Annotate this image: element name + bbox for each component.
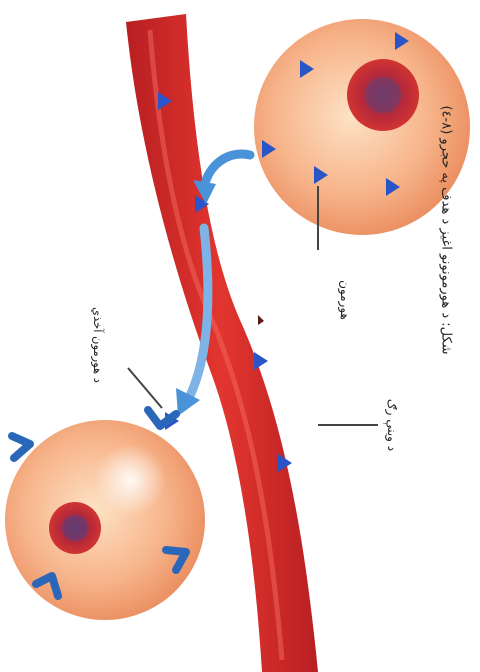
target-cell <box>5 420 205 620</box>
hormone-label: هورمون <box>338 280 352 320</box>
hormone-small <box>258 315 264 325</box>
blood-vessel-label: د وينې رګ <box>385 399 399 451</box>
secretion-arrow <box>204 154 250 188</box>
receptor-leader-line <box>128 368 162 408</box>
figure-caption: (٨-٤) شکل: د هورمونونو اغيز د هدف په حجر… <box>439 105 454 354</box>
receptor-label: د هورمون آخذي <box>91 307 105 383</box>
hormone-triangle <box>254 352 268 370</box>
receptor-chevron <box>12 436 30 458</box>
